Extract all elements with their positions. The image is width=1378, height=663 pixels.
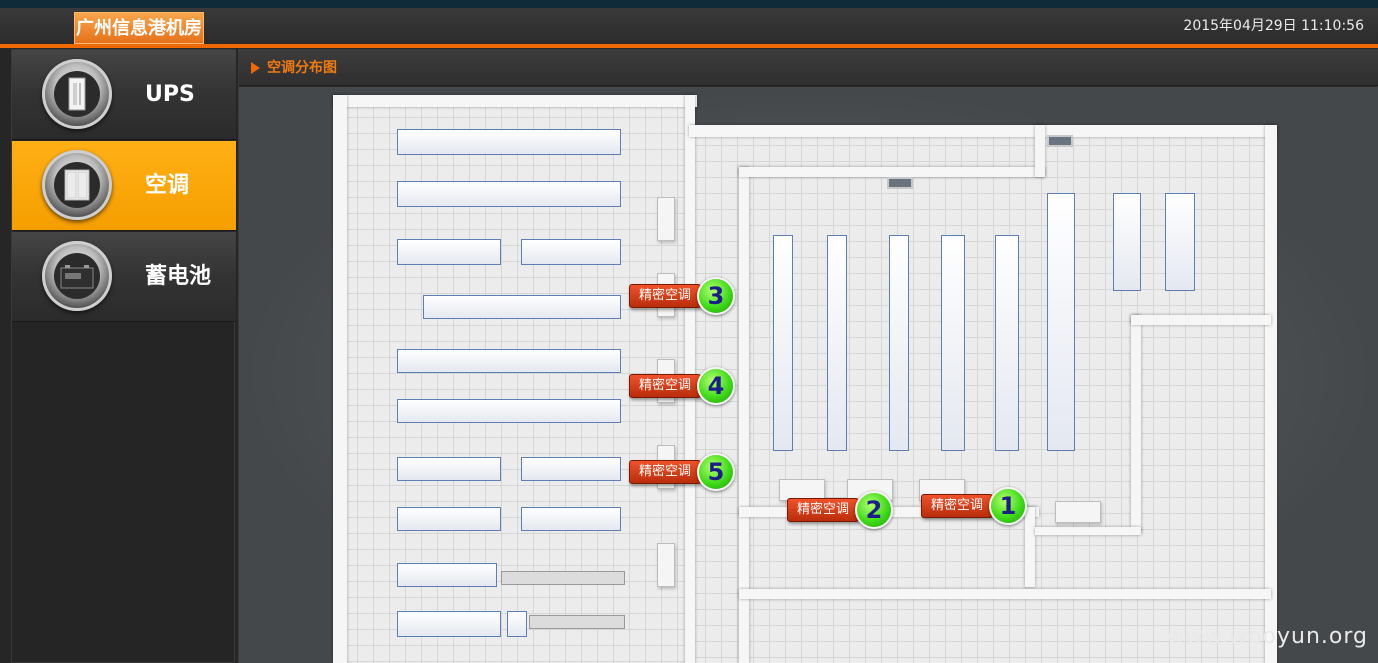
wall — [1131, 315, 1271, 325]
cabinet-column — [1113, 193, 1141, 291]
sidebar-item-ups[interactable]: UPS — [12, 50, 236, 140]
cabinet-column — [773, 235, 793, 451]
sidebar-item-battery[interactable]: 蓄电池 — [12, 232, 236, 322]
battery-icon — [42, 241, 112, 311]
marker-label: 精密空调 — [629, 284, 701, 308]
cabinet-column — [827, 235, 847, 451]
marker-number: 4 — [697, 367, 735, 405]
ac-marker-1[interactable]: 精密空调 1 — [921, 487, 1029, 525]
wall — [739, 167, 749, 663]
marker-number: 1 — [989, 487, 1027, 525]
wall — [333, 95, 347, 663]
ac-marker-2[interactable]: 精密空调 2 — [787, 491, 895, 529]
air-conditioner-icon — [42, 150, 112, 220]
marker-label: 精密空调 — [629, 374, 701, 398]
panel-title: 空调分布图 — [267, 60, 337, 76]
wall — [333, 95, 697, 107]
cabinet-row — [501, 571, 625, 585]
cabinet-column — [1165, 193, 1195, 291]
cabinet-row — [397, 239, 501, 265]
cabinet-row — [397, 611, 501, 637]
cabinet-column — [1047, 193, 1075, 451]
marker-label: 精密空调 — [629, 460, 701, 484]
cabinet-column — [995, 235, 1019, 451]
marker-number: 3 — [697, 277, 735, 315]
site-title: 广州信息港机房 — [74, 12, 204, 44]
cabinet-column — [941, 235, 965, 451]
vent-icon — [887, 177, 913, 189]
wall — [1131, 315, 1141, 533]
cabinet-column — [889, 235, 909, 451]
ups-icon — [42, 59, 112, 129]
marker-label: 精密空调 — [921, 494, 993, 518]
wall — [1035, 125, 1045, 177]
sidebar-item-label: UPS — [145, 82, 195, 107]
cabinet-row — [397, 129, 621, 155]
wall — [1025, 507, 1035, 587]
ac-unit — [657, 543, 675, 587]
ac-marker-5[interactable]: 精密空调 5 — [629, 453, 737, 491]
main-panel: 空调分布图 — [238, 49, 1378, 663]
play-triangle-icon — [251, 62, 260, 74]
wall — [689, 125, 1277, 137]
cabinet-row — [521, 239, 621, 265]
wall — [739, 589, 1271, 599]
vent-icon — [1047, 135, 1073, 147]
wall — [739, 167, 1045, 177]
cabinet-row — [507, 611, 527, 637]
current-datetime: 2015年04月29日 11:10:56 — [1183, 18, 1364, 34]
cabinet-row — [397, 349, 621, 373]
cabinet-row — [397, 563, 497, 587]
wall — [1265, 125, 1277, 663]
sidebar: UPS 空调 — [11, 49, 236, 663]
cabinet-row — [521, 457, 621, 481]
header-bar: 广州信息港机房 2015年04月29日 11:10:56 — [0, 8, 1378, 46]
cabinet-row — [397, 399, 621, 423]
marker-label: 精密空调 — [787, 498, 859, 522]
cabinet-row — [423, 295, 621, 319]
cabinet-row — [521, 507, 621, 531]
ac-unit — [1055, 501, 1101, 523]
marker-number: 2 — [855, 491, 893, 529]
ac-marker-4[interactable]: 精密空调 4 — [629, 367, 737, 405]
panel-header: 空调分布图 — [239, 50, 1378, 86]
floor-plan-map: 精密空调 1 精密空调 2 精密空调 3 精密空调 4 精密空调 5 — [239, 87, 1378, 663]
sidebar-item-label: 空调 — [145, 173, 190, 198]
cabinet-row — [397, 457, 501, 481]
ac-marker-3[interactable]: 精密空调 3 — [629, 277, 737, 315]
wall — [1035, 527, 1141, 535]
ac-unit — [657, 197, 675, 241]
top-border — [0, 0, 1378, 8]
watermark: www.wooyun.org — [1166, 624, 1368, 649]
cabinet-row — [397, 181, 621, 207]
cabinet-row — [397, 507, 501, 531]
marker-number: 5 — [697, 453, 735, 491]
sidebar-item-label: 蓄电池 — [145, 264, 212, 289]
sidebar-item-air-conditioner[interactable]: 空调 — [12, 141, 236, 231]
header-accent-line — [0, 44, 1378, 48]
cabinet-row — [529, 615, 625, 629]
